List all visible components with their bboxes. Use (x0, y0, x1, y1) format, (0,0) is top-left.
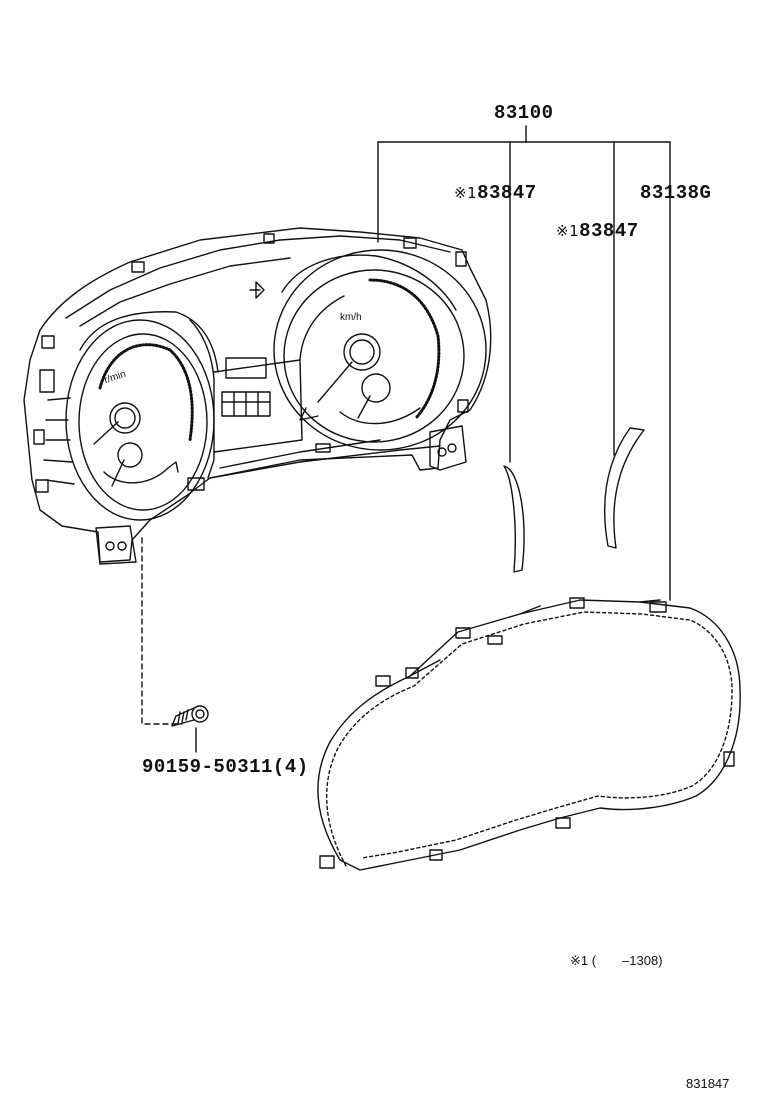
glass-part-number: 83138G (640, 182, 712, 204)
plate-a (503, 465, 525, 573)
plate-a-label: ※183847 (454, 184, 537, 203)
speed-unit: km/h (340, 312, 362, 323)
assembly-part-number: 83100 (494, 102, 554, 124)
plate-b-label: ※183847 (556, 222, 639, 241)
screw (171, 705, 209, 727)
plate-a-mark: ※1 (454, 184, 478, 202)
footnote-mark: ※1 (570, 953, 589, 968)
plate-a-part-number: 83847 (477, 182, 537, 204)
plate-b-mark: ※1 (556, 222, 580, 240)
meter-assembly (23, 227, 492, 565)
meter-glass (317, 597, 741, 871)
footnote: ※1 ( –1308) (570, 950, 663, 969)
drawing-number: 831847 (686, 1076, 730, 1091)
plate-b (603, 427, 645, 549)
footnote-text: ( –1308) (591, 953, 663, 968)
assembly-leader-lines (141, 125, 671, 753)
screw-part-number: 90159-50311(4) (142, 756, 309, 778)
plate-b-part-number: 83847 (579, 220, 639, 242)
